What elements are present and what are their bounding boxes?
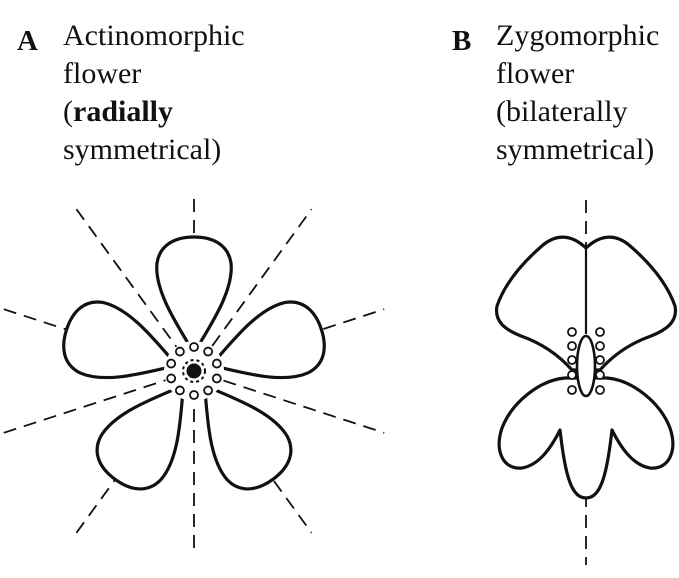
panel-a-bold-word: radially [73,95,174,128]
panel-a-paren: ( [63,95,73,128]
panel-a-text: Actinomorphic flower (radially symmetric… [63,17,245,169]
stamen [567,341,577,351]
flower-center [164,341,224,401]
panel-a-letter: A [17,25,38,57]
stamen [567,355,577,365]
zygomorphic-flower [494,200,678,565]
stamens [567,327,605,395]
panel-b-text: Zygomorphic flower (bilaterally symmetri… [496,17,659,169]
pistil [186,363,202,379]
actinomorphic-flower [3,199,385,551]
panel-a-line4: symmetrical) [63,133,222,166]
stamen [189,390,199,400]
stamen [211,358,222,369]
stamen [166,358,177,369]
stamen [203,385,214,396]
pistil-ring [182,359,206,383]
petal [155,235,233,355]
stamen [595,355,605,365]
central-column [575,334,597,398]
panel-a-line2: flower [63,57,142,90]
petal [62,300,179,380]
stamen [203,346,214,357]
stamen [189,342,199,352]
panel-a-line3: (radially [63,93,245,131]
stamen [166,373,177,384]
panel-b-letter: B [452,25,472,57]
panel-b-line3: (bilaterally [496,95,628,128]
panel-a-line1: Actinomorphic [63,19,245,52]
stamen [595,370,605,380]
stamen [595,327,605,337]
radial-petals [62,235,326,491]
stamen [174,385,185,396]
stamen [211,373,222,384]
stamen [567,370,577,380]
panel-b-line2: flower [496,57,575,90]
stamen [595,385,605,395]
petal [209,300,326,380]
lower-lip-petal [497,376,675,500]
panel-b-line4: symmetrical) [496,133,655,166]
petal [202,383,293,491]
stamen [595,341,605,351]
stamen [174,346,185,357]
petal [95,383,186,491]
panel-b-line1: Zygomorphic [496,19,660,52]
stamen [567,327,577,337]
stamen [567,385,577,395]
